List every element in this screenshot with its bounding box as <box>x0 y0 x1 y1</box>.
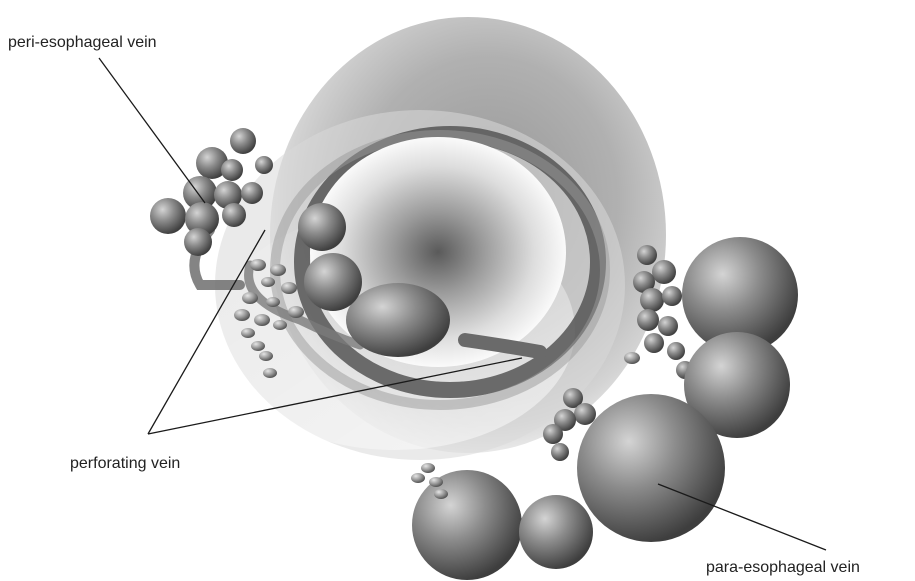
label-peri-esophageal-vein: peri-esophageal vein <box>8 34 157 51</box>
label-para-esophageal-vein: para-esophageal vein <box>706 559 860 576</box>
peri-esophageal-leader <box>99 58 205 203</box>
label-perforating-vein: perforating vein <box>70 455 180 472</box>
